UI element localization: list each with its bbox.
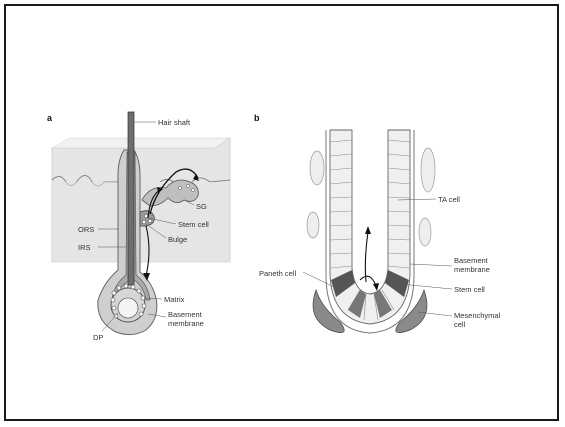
- label-paneth-cell: Paneth cell: [259, 269, 296, 278]
- label-stem-cell-b: Stem cell: [454, 285, 485, 294]
- panel-a-letter: a: [47, 113, 53, 123]
- label-hair-shaft: Hair shaft: [158, 118, 191, 127]
- label-stem-cell-a: Stem cell: [178, 220, 209, 229]
- label-basement-b-line2: membrane: [454, 265, 490, 274]
- label-sg: SG: [196, 202, 207, 211]
- label-matrix: Matrix: [164, 295, 185, 304]
- label-mesenchymal-line2: cell: [454, 320, 466, 329]
- label-ta-cell: TA cell: [438, 195, 460, 204]
- label-dp: DP: [93, 333, 103, 342]
- label-basement-a-line2: membrane: [168, 319, 204, 328]
- intestinal-crypt-diagram: [307, 130, 435, 333]
- panel-b-letter: b: [254, 113, 260, 123]
- label-ors: ORS: [78, 225, 94, 234]
- label-basement-a-line1: Basement: [168, 310, 203, 319]
- label-irs: IRS: [78, 243, 91, 252]
- label-basement-b-line1: Basement: [454, 256, 489, 265]
- label-bulge: Bulge: [168, 235, 187, 244]
- label-mesenchymal-line1: Mesenchymal: [454, 311, 501, 320]
